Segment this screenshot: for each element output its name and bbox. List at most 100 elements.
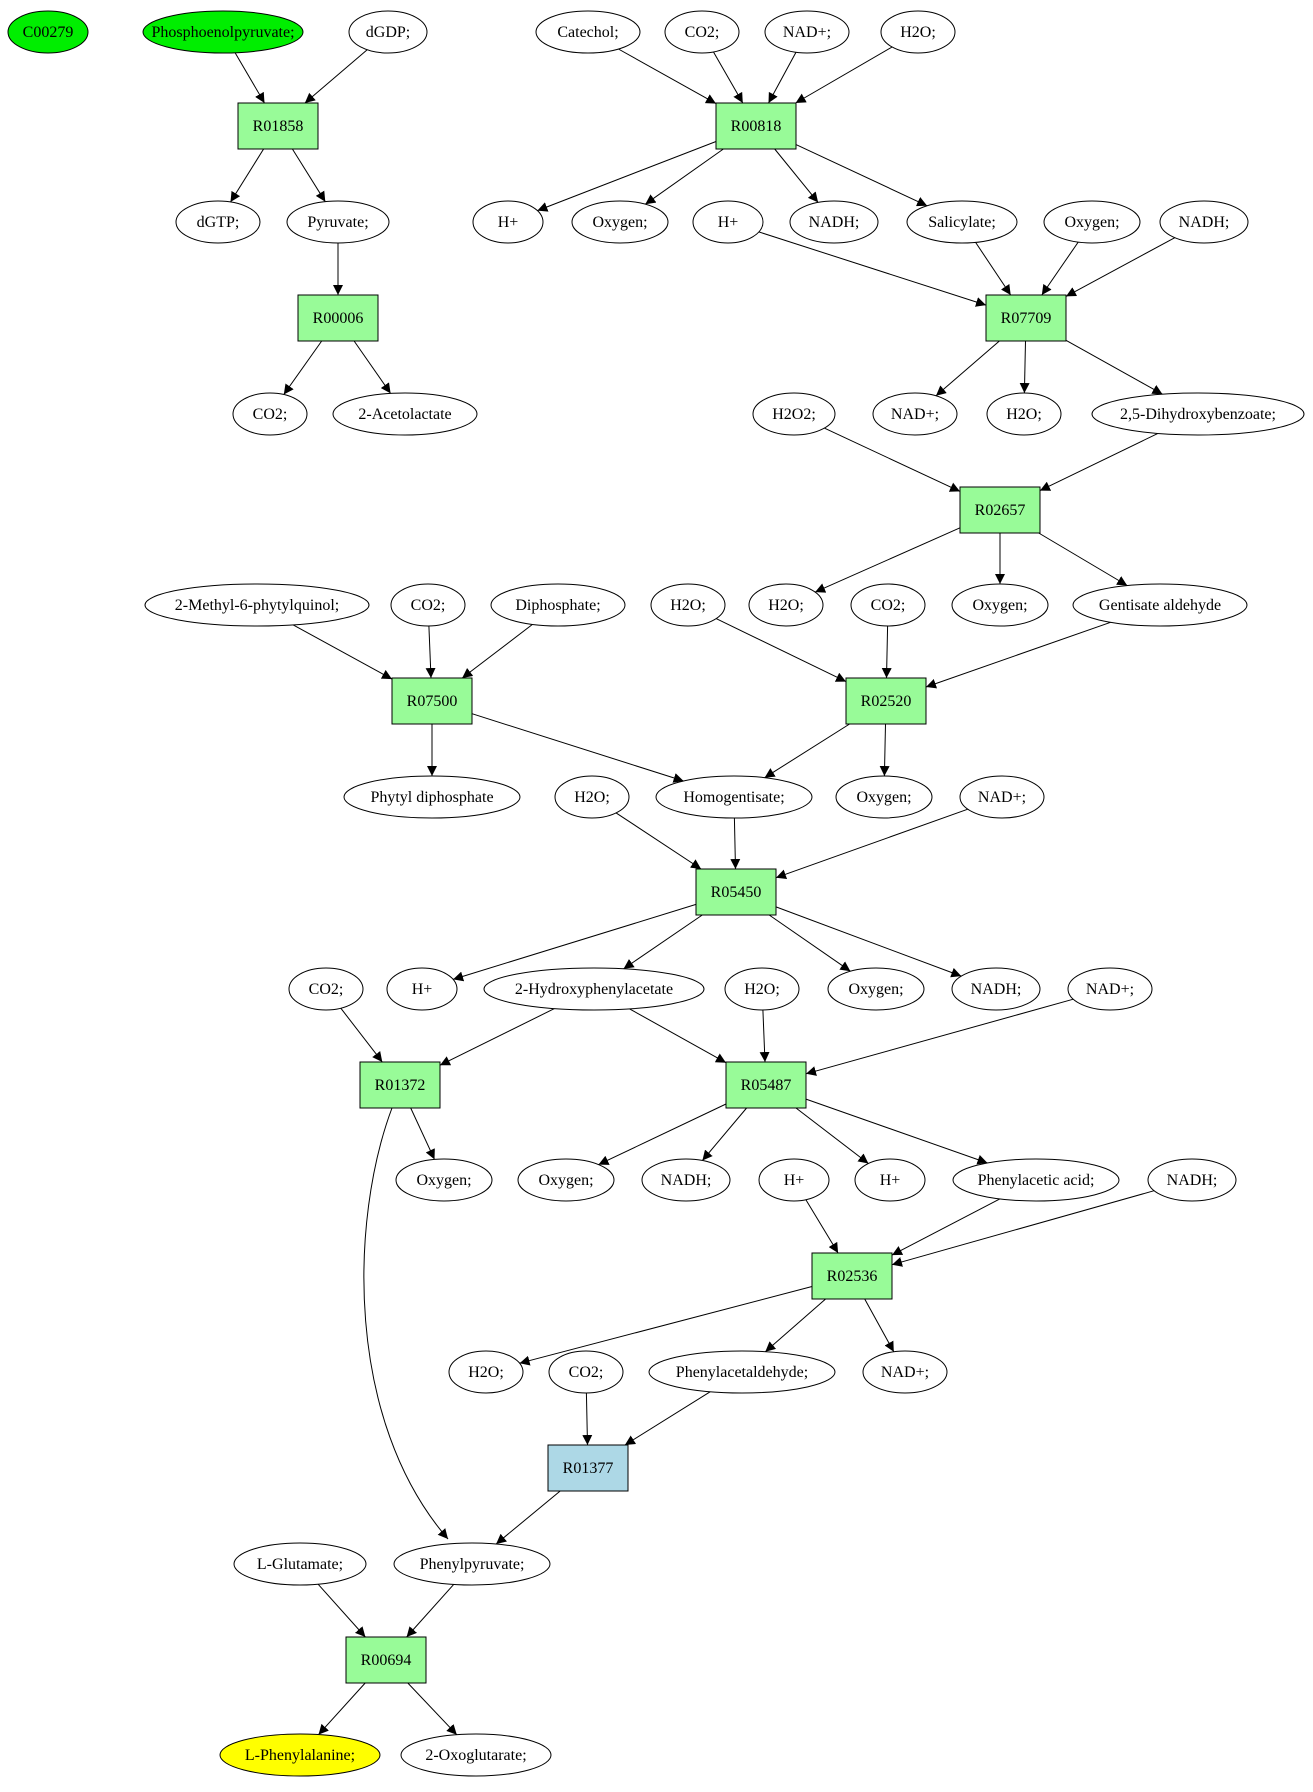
compound-node-oxy_f[interactable]: Oxygen; — [395, 1158, 493, 1202]
reaction-node-r07500[interactable]: R07500 — [391, 677, 473, 725]
compound-node-hp_b[interactable]: H+ — [692, 200, 764, 244]
compound-node-diphosphate[interactable]: Diphosphate; — [490, 583, 626, 627]
compound-node-co2_f[interactable]: CO2; — [548, 1350, 624, 1394]
compound-node-lglu[interactable]: L-Glutamate; — [233, 1542, 367, 1586]
compound-ellipse-gentald — [1072, 583, 1248, 627]
compound-ellipse-nadp_b — [872, 392, 958, 436]
compound-node-oxoglut[interactable]: 2-Oxoglutarate; — [400, 1733, 552, 1777]
compound-ellipse-h2o2 — [752, 392, 836, 436]
compound-node-h2o_b[interactable]: H2O; — [986, 392, 1062, 436]
reaction-node-r00694[interactable]: R00694 — [345, 1636, 427, 1684]
compound-node-nadp_d[interactable]: NAD+; — [1067, 967, 1153, 1011]
node-label-r01858: R01858 — [253, 118, 304, 135]
compound-node-h2o_d[interactable]: H2O; — [748, 583, 824, 627]
compound-ellipse-hpa — [483, 967, 705, 1011]
compound-node-co2_b[interactable]: CO2; — [664, 10, 740, 54]
compound-node-c00279[interactable]: C00279 — [7, 10, 89, 54]
compound-node-dhb[interactable]: 2,5-Dihydroxybenzoate; — [1091, 392, 1305, 436]
reaction-node-r00818[interactable]: R00818 — [715, 102, 797, 150]
compound-node-oxy_a[interactable]: Oxygen; — [571, 200, 669, 244]
compound-node-co2_e[interactable]: CO2; — [288, 967, 364, 1011]
compound-node-hp_e[interactable]: H+ — [854, 1158, 926, 1202]
edge-co2_e-to-r01372 — [340, 1007, 383, 1063]
reaction-node-r01372[interactable]: R01372 — [359, 1061, 441, 1109]
compound-node-co2_d[interactable]: CO2; — [850, 583, 926, 627]
compound-node-h2o_e[interactable]: H2O; — [554, 775, 630, 819]
compound-node-lphe[interactable]: L-Phenylalanine; — [219, 1733, 381, 1777]
reaction-node-r00006[interactable]: R00006 — [297, 294, 379, 342]
compound-node-hp_d[interactable]: H+ — [758, 1158, 830, 1202]
compound-ellipse-nadp_c — [959, 775, 1045, 819]
edge-mpq-to-r07500 — [292, 624, 393, 680]
edge-r01858-to-dgtp — [230, 148, 265, 203]
edge-r01372-to-phpyr — [363, 1107, 449, 1540]
reaction-node-r01377[interactable]: R01377 — [547, 1444, 629, 1492]
compound-node-co2_a[interactable]: CO2; — [232, 392, 308, 436]
compound-node-co2_c[interactable]: CO2; — [390, 583, 466, 627]
node-label-oxy_g: Oxygen; — [538, 1172, 593, 1189]
compound-node-salicylate[interactable]: Salicylate; — [906, 200, 1018, 244]
node-label-oxy_b: Oxygen; — [1064, 214, 1119, 231]
compound-ellipse-phald — [648, 1350, 836, 1394]
reaction-node-r02520[interactable]: R02520 — [845, 677, 927, 725]
node-label-h2o_e: H2O; — [574, 789, 610, 806]
compound-node-acetolactate[interactable]: 2-Acetolactate — [332, 392, 478, 436]
compound-node-nadh_d[interactable]: NADH; — [641, 1158, 731, 1202]
compound-node-phytyl[interactable]: Phytyl diphosphate — [343, 775, 521, 819]
reaction-node-r02536[interactable]: R02536 — [811, 1252, 893, 1300]
compound-ellipse-oxoglut — [400, 1733, 552, 1777]
edge-nadp_c-to-r05450 — [775, 808, 968, 880]
node-label-oxy_d: Oxygen; — [856, 789, 911, 806]
compound-ellipse-lphe — [219, 1733, 381, 1777]
reaction-node-r02657[interactable]: R02657 — [959, 486, 1041, 534]
compound-node-phald[interactable]: Phenylacetaldehyde; — [648, 1350, 836, 1394]
compound-node-nadp_e[interactable]: NAD+; — [862, 1350, 948, 1394]
compound-node-oxy_g[interactable]: Oxygen; — [517, 1158, 615, 1202]
node-label-oxy_a: Oxygen; — [592, 214, 647, 231]
compound-node-h2o2[interactable]: H2O2; — [752, 392, 836, 436]
edge-r02536-to-nadp_e — [864, 1298, 895, 1353]
compound-node-hp_a[interactable]: H+ — [472, 200, 544, 244]
compound-node-oxy_c[interactable]: Oxygen; — [951, 583, 1049, 627]
compound-node-oxy_e[interactable]: Oxygen; — [827, 967, 925, 1011]
compound-node-phpyr[interactable]: Phenylpyruvate; — [393, 1542, 551, 1586]
reaction-node-r01858[interactable]: R01858 — [237, 102, 319, 150]
compound-node-oxy_d[interactable]: Oxygen; — [835, 775, 933, 819]
compound-node-oxy_b[interactable]: Oxygen; — [1043, 200, 1141, 244]
compound-node-mpq[interactable]: 2-Methyl-6-phytylquinol; — [144, 583, 370, 627]
compound-node-homogent[interactable]: Homogentisate; — [655, 775, 813, 819]
compound-node-hp_c[interactable]: H+ — [386, 967, 458, 1011]
compound-node-gentald[interactable]: Gentisate aldehyde — [1072, 583, 1248, 627]
compound-node-dgtp[interactable]: dGTP; — [175, 200, 261, 244]
compound-node-nadh_c[interactable]: NADH; — [951, 967, 1041, 1011]
edge-r02520-to-homogent — [764, 723, 850, 779]
node-label-phald: Phenylacetaldehyde; — [676, 1364, 808, 1381]
reaction-node-r05487[interactable]: R05487 — [725, 1061, 807, 1109]
compound-node-nadp_c[interactable]: NAD+; — [959, 775, 1045, 819]
node-label-r02536: R02536 — [827, 1268, 878, 1285]
compound-node-paa[interactable]: Phenylacetic acid; — [952, 1158, 1120, 1202]
compound-node-nadp_b[interactable]: NAD+; — [872, 392, 958, 436]
compound-node-h2o_c[interactable]: H2O; — [650, 583, 726, 627]
compound-node-hpa[interactable]: 2-Hydroxyphenylacetate — [483, 967, 705, 1011]
node-label-oxy_c: Oxygen; — [972, 597, 1027, 614]
compound-node-h2o_a[interactable]: H2O; — [880, 10, 956, 54]
compound-node-nadh_b[interactable]: NADH; — [1159, 200, 1249, 244]
compound-node-nadh_e[interactable]: NADH; — [1147, 1158, 1237, 1202]
compound-node-h2o_f[interactable]: H2O; — [724, 967, 800, 1011]
compound-node-pep[interactable]: Phosphoenolpyruvate; — [142, 10, 304, 54]
compound-node-nadh_a[interactable]: NADH; — [789, 200, 879, 244]
compound-node-dgdp[interactable]: dGDP; — [348, 10, 428, 54]
compound-node-pyr[interactable]: Pyruvate; — [286, 200, 390, 244]
edge-r02536-to-h2o_g — [519, 1286, 813, 1366]
reaction-node-r05450[interactable]: R05450 — [695, 868, 777, 916]
compound-node-h2o_g[interactable]: H2O; — [448, 1350, 524, 1394]
node-label-r00006: R00006 — [313, 310, 364, 327]
reaction-node-r07709[interactable]: R07709 — [985, 294, 1067, 342]
node-label-nadp_c: NAD+; — [978, 789, 1026, 806]
reaction-box-r07500 — [391, 677, 473, 725]
compound-ellipse-co2_f — [548, 1350, 624, 1394]
node-label-hp_d: H+ — [784, 1172, 805, 1189]
compound-node-catechol[interactable]: Catechol; — [535, 10, 641, 54]
compound-node-nadp_a[interactable]: NAD+; — [764, 10, 850, 54]
